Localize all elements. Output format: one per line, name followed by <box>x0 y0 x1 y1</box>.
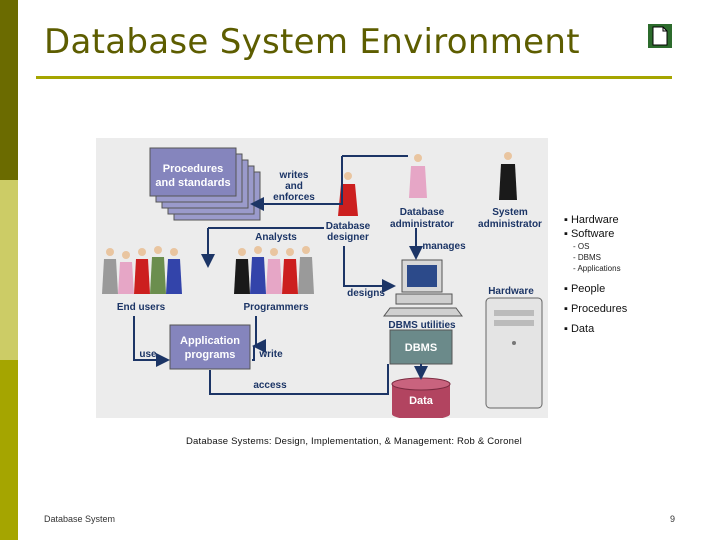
procedures-label-2: and standards <box>155 177 230 189</box>
left-accent-bar-middle <box>0 180 18 360</box>
left-accent-bar-top <box>0 0 18 180</box>
data-cylinder: Data <box>391 377 451 418</box>
designs-label: designs <box>347 288 385 299</box>
footer-title: Database System <box>44 514 116 524</box>
writes-label-1: writes <box>279 170 309 181</box>
procedures-stack: Procedures and standards <box>149 147 261 221</box>
bullet-people: ▪ People <box>564 283 606 295</box>
title-underline <box>36 76 672 79</box>
bullet-procedures: ▪ Procedures <box>564 303 628 315</box>
left-accent-bar-bottom <box>0 360 18 540</box>
sys-admin-label-1: System <box>492 207 528 218</box>
writes-label-3: enforces <box>273 192 315 203</box>
programmers-label: Programmers <box>243 302 308 313</box>
hardware-label: Hardware <box>488 286 534 297</box>
dbms-utilities-label: DBMS utilities <box>388 320 456 331</box>
manages-label: manages <box>422 241 466 252</box>
dbms-box <box>389 329 453 365</box>
end-users-person-group <box>102 246 182 294</box>
workstation-computer <box>383 259 463 317</box>
access-label: access <box>253 380 287 391</box>
diagram-connectors <box>133 155 428 395</box>
use-label: use <box>139 349 157 360</box>
procedures-label-1: Procedures <box>163 163 224 175</box>
dbms-label: DBMS <box>405 342 437 354</box>
write-label: write <box>258 349 283 360</box>
bullet-list: ▪ Hardware ▪ Software - OS - DBMS - Appl… <box>564 213 627 336</box>
db-admin-label-2: administrator <box>390 219 454 230</box>
application-programs-label-2: programs <box>185 349 236 361</box>
writes-label-2: and <box>285 181 303 192</box>
database-environment-diagram: Procedures and standards writes and enfo… <box>96 138 548 418</box>
data-label: Data <box>409 395 434 407</box>
bullet-data: ▪ Data <box>564 323 595 335</box>
end-users-label: End users <box>117 302 166 313</box>
server-tower <box>485 297 543 409</box>
bullet-software-applications: - Applications <box>573 264 621 273</box>
slide-title: Database System Environment <box>44 22 580 62</box>
application-programs-box <box>169 324 251 370</box>
db-admin-label-1: Database <box>400 207 445 218</box>
bullet-software-dbms: - DBMS <box>573 253 601 262</box>
application-programs-label-1: Application <box>180 335 240 347</box>
analysts-label: Analysts <box>255 232 297 243</box>
bullet-software: ▪ Software <box>564 228 615 240</box>
db-designer-label-1: Database <box>326 221 371 232</box>
document-icon[interactable] <box>648 24 672 48</box>
programmers-person-group <box>234 246 314 294</box>
bullet-hardware: ▪ Hardware <box>564 214 619 226</box>
db-designer-label-2: designer <box>327 232 369 243</box>
page-number: 9 <box>670 514 676 524</box>
sys-admin-label-2: administrator <box>478 219 542 230</box>
bullet-software-os: - OS <box>573 242 590 251</box>
source-caption: Database Systems: Design, Implementation… <box>186 436 522 447</box>
